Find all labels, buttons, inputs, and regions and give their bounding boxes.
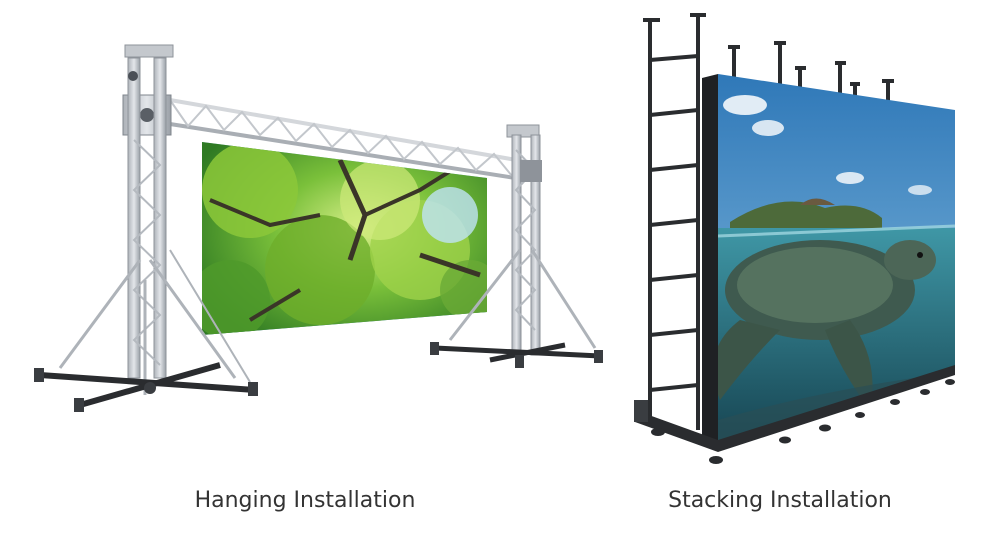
left-truss-tower xyxy=(34,44,258,412)
hanging-installation-caption: Hanging Installation xyxy=(194,488,416,513)
stacking-base-frame xyxy=(634,365,955,464)
stacking-installation-illustration xyxy=(634,13,955,464)
right-truss-tower xyxy=(430,124,603,368)
stacking-screen-edge xyxy=(702,74,718,450)
hanging-installation-panel xyxy=(20,0,620,480)
stacking-installation-caption: Stacking Installation xyxy=(668,488,892,513)
led-screen-foliage xyxy=(202,142,487,335)
led-screen-seascape xyxy=(718,74,955,450)
stacking-rear-frame xyxy=(643,13,894,430)
hanging-installation-illustration xyxy=(34,44,603,412)
stacking-installation-panel xyxy=(620,0,980,480)
